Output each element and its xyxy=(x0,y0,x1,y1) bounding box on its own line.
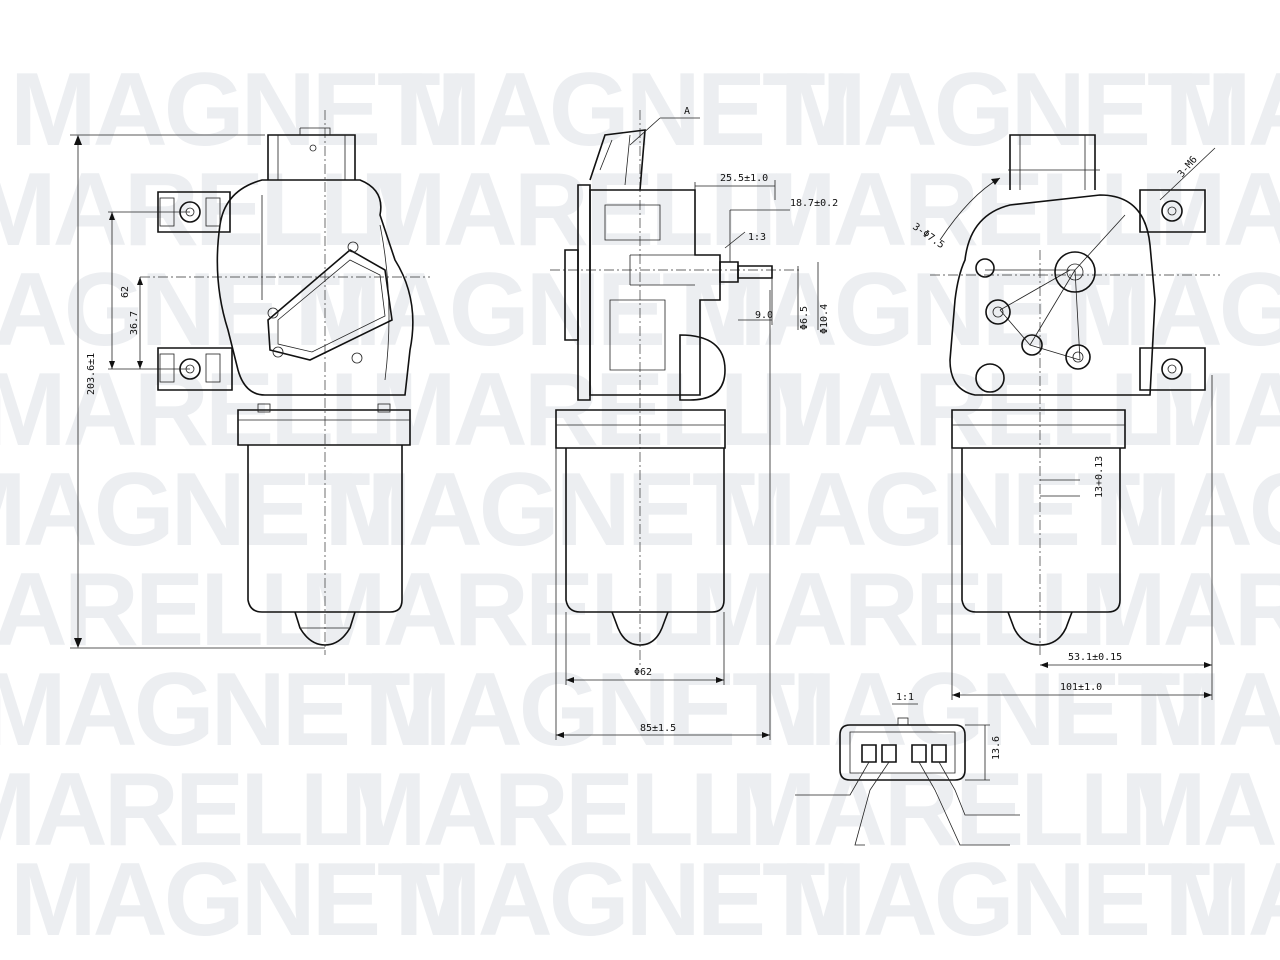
watermark-row-5b: MAGNETI xyxy=(325,452,777,568)
side-view: A 1:3 25.5±1.0 18.7±0.2 9.0 Φ6.5 Φ10.4 Φ… xyxy=(550,106,838,740)
dim-back-offset: 53.1±0.15 xyxy=(1068,652,1122,663)
watermark-row-9c: MAGNETI xyxy=(780,842,1232,958)
back-mount-lower xyxy=(1139,347,1206,391)
front-connector-housing xyxy=(267,134,356,180)
side-flange xyxy=(555,409,726,449)
dim-6-5: Φ6.5 xyxy=(799,306,810,330)
watermark-row-9b: MAGNETI xyxy=(395,842,847,958)
watermark-row-1: MAGNETI xyxy=(10,52,462,168)
front-motor-endcap xyxy=(294,611,356,646)
callout-scale-connector: 1:1 xyxy=(896,692,914,703)
watermark-row-1c: MAGNETI xyxy=(780,52,1232,168)
watermark-row-3d: MAGNETI xyxy=(1065,252,1280,368)
dim-mount-offset: 36.7 xyxy=(129,311,140,335)
dim-connector-height: 13.6 xyxy=(991,736,1002,760)
back-flange xyxy=(951,409,1126,449)
connector-pin-2 xyxy=(881,744,897,763)
watermark-row-5c: MAGNETI xyxy=(710,452,1162,568)
watermark-row-9d: MAGNETI xyxy=(1165,842,1280,958)
watermark-row-1b: MAGNETI xyxy=(395,52,847,168)
side-motor-can xyxy=(565,448,725,613)
watermark-row-3b: MAGNETI xyxy=(295,252,747,368)
back-gearbox-housing xyxy=(949,194,1156,396)
dim-overall-height: 203.6±1 xyxy=(86,353,97,395)
back-output-hub xyxy=(1054,251,1096,293)
watermark-row-7: MAGNETI xyxy=(0,652,432,768)
watermark-row-7b: MAGNETI xyxy=(365,652,817,768)
watermark-row-3c: MAGNETI xyxy=(680,252,1132,368)
connector-detail: 1:1 13.6 xyxy=(795,692,1020,846)
dim-25-5: 25.5±1.0 xyxy=(720,173,768,184)
watermark-row-2b: MARELLI xyxy=(360,152,794,268)
connector-pin-1 xyxy=(861,744,877,763)
front-motor-flange xyxy=(237,409,411,446)
back-connector-housing xyxy=(1009,134,1096,190)
connector-pin-4 xyxy=(931,744,947,763)
dim-9-0: 9.0 xyxy=(755,310,773,321)
watermark-row-6: MARELLI xyxy=(0,552,344,668)
watermark-row-4d: MARELLI xyxy=(1150,352,1280,468)
back-mount-upper xyxy=(1139,189,1206,233)
dim-mount-spacing: 62 xyxy=(120,286,131,298)
side-connector xyxy=(589,129,646,191)
connector-pin-3 xyxy=(911,744,927,763)
watermark-row-8d: MARELLI xyxy=(1120,752,1280,868)
front-pcb-cover xyxy=(267,249,393,361)
watermark-row-8b: MARELLI xyxy=(340,752,774,868)
watermark-row-6b: MARELLI xyxy=(300,552,734,668)
front-view: 203.6±1 62 36.7 xyxy=(70,110,430,655)
dim-10-4: Φ10.4 xyxy=(819,304,830,334)
watermark-row-8: MARELLI xyxy=(0,752,384,868)
callout-detail-a: A xyxy=(684,106,690,117)
magneti-marelli-watermark: MAGNETI MAGNETI MAGNETI MAGNETI MARELLI … xyxy=(0,52,1280,958)
watermark-row-6d: MARELLI xyxy=(1080,552,1280,668)
front-gearbox-housing xyxy=(216,179,414,396)
watermark-row-1d: MAGNETI xyxy=(1165,52,1280,168)
back-motor-can xyxy=(961,448,1121,613)
dim-back-small: 13+0.13 xyxy=(1094,456,1105,498)
watermark-row-2d: MARELLI xyxy=(1140,152,1280,268)
dim-motor-diameter: Φ62 xyxy=(634,667,652,678)
dim-back-width: 101±1.0 xyxy=(1060,682,1102,693)
watermark-row-5d: MAGNETI xyxy=(1095,452,1280,568)
callout-scale-side: 1:3 xyxy=(748,232,766,243)
watermark-row-2: MARELLI xyxy=(0,152,404,268)
watermark-row-5: MAGNETI xyxy=(0,452,392,568)
watermark-row-8c: MARELLI xyxy=(730,752,1164,868)
side-gearbox xyxy=(589,189,721,396)
front-mount-lower xyxy=(157,347,233,391)
back-view: 3-Φ7.5 3-M6 13+0.13 53.1±0.15 101±1.0 xyxy=(910,134,1220,700)
watermark-row-2c: MARELLI xyxy=(750,152,1184,268)
dim-side-width: 85±1.5 xyxy=(640,723,676,734)
watermark-row-7c: MAGNETI xyxy=(750,652,1202,768)
front-motor-can xyxy=(247,445,403,613)
watermark-row-6c: MARELLI xyxy=(690,552,1124,668)
watermark-row-7d: MAGNETI xyxy=(1135,652,1280,768)
connector-outline xyxy=(839,724,966,781)
side-shaft-base xyxy=(719,261,739,283)
watermark-row-9: MAGNETI xyxy=(10,842,462,958)
front-mount-upper xyxy=(157,191,231,233)
dim-18-7: 18.7±0.2 xyxy=(790,198,838,209)
